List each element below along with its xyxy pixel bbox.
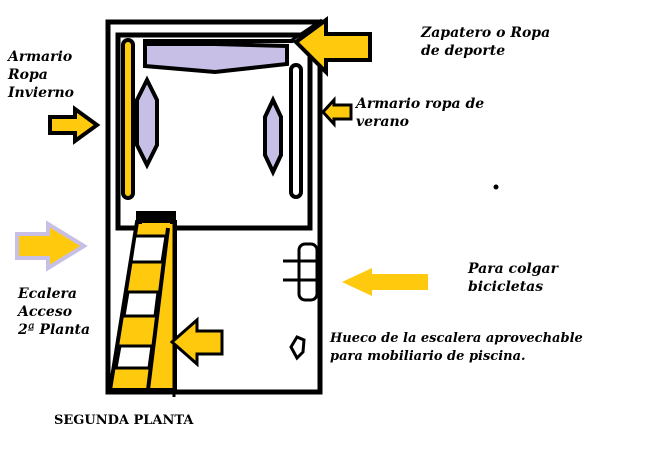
summer-wardrobe-arrow: [320, 96, 353, 128]
label-line: Acceso: [18, 304, 73, 320]
corner-diagonal: [291, 18, 323, 42]
label-line: Hueco de la escalera aprovechable: [330, 331, 583, 346]
label-line: Zapatero o Ropa: [421, 25, 551, 41]
top-shelf-lens: [143, 42, 289, 75]
label-bike-hanger: Para colgar bicicletas: [468, 260, 558, 296]
stairs-access-arrow: [15, 220, 88, 272]
label-line: para mobiliario de piscina.: [330, 349, 526, 364]
label-line: Invierno: [8, 85, 74, 101]
label-stair-space: Hueco de la escalera aprovechable para mo…: [330, 330, 583, 366]
stair-step: [122, 290, 160, 318]
bike-hanger: [297, 242, 319, 302]
staircase-top-cap: [136, 211, 176, 223]
floor-title: SEGUNDA PLANTA: [54, 413, 194, 428]
outer-wall: [105, 19, 323, 395]
stair-top-step: [142, 223, 170, 228]
label-line: Armario ropa de: [356, 96, 485, 112]
label-line: Armario: [8, 49, 73, 65]
left-hanging-clothes: [135, 75, 159, 170]
stair-step: [129, 234, 168, 264]
label-line: Para colgar: [468, 261, 558, 277]
stair-side-line: [146, 227, 170, 391]
stair-step: [114, 344, 154, 370]
label-shoe-rack: Zapatero o Ropa de deporte: [421, 24, 550, 60]
pool-furniture-mark: [289, 335, 306, 361]
right-hanging-clothes: [263, 95, 283, 177]
upper-room-wall: [115, 32, 313, 231]
stray-dot: [493, 184, 499, 190]
label-line: de deporte: [421, 43, 506, 59]
label-line: Ropa: [8, 67, 48, 83]
winter-wardrobe-rail: [121, 38, 135, 200]
stair-space-arrow: [169, 316, 224, 368]
label-line: bicicletas: [468, 279, 544, 295]
summer-wardrobe-rail: [289, 63, 303, 199]
label-line: Ecalera: [18, 286, 77, 302]
winter-wardrobe-arrow: [48, 105, 101, 145]
shoe-rack-arrow: [292, 16, 372, 77]
label-line: verano: [356, 114, 410, 130]
label-summer-wardrobe: Armario ropa de verano: [356, 95, 484, 131]
bike-hanger-arrow: [342, 268, 428, 296]
label-line: 2ª Planta: [18, 322, 91, 338]
